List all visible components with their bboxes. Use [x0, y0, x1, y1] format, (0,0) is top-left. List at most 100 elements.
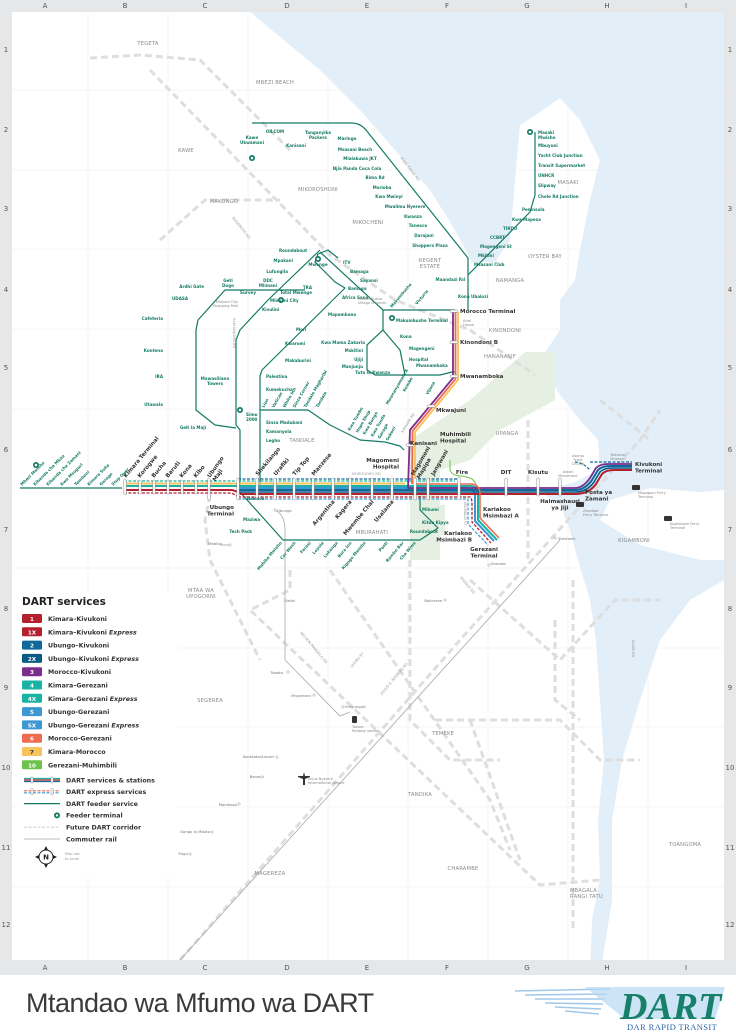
station-marker[interactable] — [504, 477, 508, 497]
feeder-station-label[interactable]: UNHCR — [538, 173, 555, 178]
feeder-station-label[interactable]: Mpakani — [273, 258, 293, 263]
rail-station-label[interactable]: Banana — [250, 774, 264, 779]
feeder-station-label[interactable]: Total — [280, 290, 292, 295]
feeder-station-label[interactable]: Kamanyola — [266, 429, 292, 434]
feeder-station-label[interactable]: Tuta la Kwanza — [355, 370, 390, 375]
rail-station-label[interactable]: Relini — [285, 598, 295, 603]
feeder-station-label[interactable]: Mwenge — [308, 262, 327, 267]
station-marker[interactable] — [449, 374, 459, 378]
trunk-station-label[interactable]: Kisutu — [528, 470, 548, 476]
feeder-station-label[interactable]: Roundabout — [410, 529, 438, 534]
feeder-station-label[interactable]: OILCOM — [266, 129, 284, 134]
feeder-station-label[interactable]: Tech Pack — [229, 529, 252, 534]
station-marker[interactable] — [207, 477, 211, 501]
feeder-station-label[interactable]: Mwalimu Nyerere — [385, 204, 426, 209]
trunk-station-label[interactable]: Fire — [456, 470, 468, 476]
feeder-station-label[interactable]: TIRDO — [503, 226, 518, 231]
rail-station-label[interactable]: Pugu — [179, 851, 189, 856]
station-marker[interactable] — [457, 476, 461, 501]
station-marker[interactable] — [311, 477, 315, 501]
feeder-station-label[interactable]: Yacht Club Junction — [537, 153, 583, 158]
feeder-station-label[interactable]: Kwaromi — [285, 341, 306, 346]
feeder-station-label[interactable]: Darajani — [414, 233, 434, 238]
feeder-station-label[interactable]: Magengeni — [409, 346, 435, 351]
feeder-station-label[interactable]: Morioba — [373, 185, 392, 190]
feeder-station-label[interactable]: Maringo — [338, 136, 357, 141]
feeder-station-label[interactable]: Palestina — [266, 374, 288, 379]
station-marker[interactable] — [331, 477, 335, 501]
trunk-station-label[interactable]: Kinondoni B — [460, 340, 498, 346]
trunk-station-label[interactable]: Mkwajuni — [436, 408, 466, 414]
station-marker[interactable] — [292, 477, 296, 501]
feeder-station-label[interactable]: Transit Supermarket — [538, 163, 585, 168]
feeder-station-label[interactable]: Kwa Mwinyi — [375, 194, 403, 199]
feeder-station-label[interactable]: Survey — [240, 290, 256, 295]
feeder-station-label[interactable]: Slipway — [538, 183, 556, 188]
feeder-station-label[interactable]: Njia Panda Coca Cola — [333, 166, 382, 171]
feeder-station-label[interactable]: Sinza Madukani — [266, 420, 303, 425]
station-marker[interactable] — [426, 404, 436, 408]
station-marker[interactable] — [558, 477, 562, 497]
rail-station-label[interactable]: Steshenii — [558, 536, 575, 541]
feeder-station-label[interactable]: Chole Rd Junction — [538, 194, 579, 199]
rail-station-label[interactable]: Bakhresa — [424, 598, 442, 603]
feeder-station-label[interactable]: Kona — [400, 334, 412, 339]
station-marker[interactable] — [273, 477, 277, 501]
trunk-station-label[interactable]: Morocco Terminal — [460, 309, 516, 315]
feeder-station-label[interactable]: Mskitini — [345, 348, 364, 353]
rail-station-label[interactable]: Mnyamani — [291, 693, 311, 698]
feeder-station-label[interactable]: Kwa Mama Zakaria — [321, 340, 365, 345]
feeder-station-label[interactable]: Makumbusho Terminal — [396, 318, 449, 323]
feeder-station-label[interactable]: Geti la Maji — [180, 425, 207, 430]
feeder-station-label[interactable]: Sayansi — [360, 278, 378, 283]
station-marker[interactable] — [138, 479, 142, 495]
feeder-station-label[interactable]: Tanesco — [409, 223, 428, 228]
station-marker[interactable] — [123, 478, 127, 496]
feeder-station-label[interactable]: IRA — [155, 374, 164, 379]
station-marker[interactable] — [152, 479, 156, 495]
rail-station-label[interactable]: Kamata — [491, 561, 506, 566]
feeder-station-label[interactable]: Makaburini — [285, 358, 312, 363]
feeder-station-label[interactable]: Ardhi Gate — [179, 284, 204, 289]
feeder-station-label[interactable]: Maandazi Rd — [436, 277, 466, 282]
feeder-station-label[interactable]: Kwa Mapesa — [512, 217, 541, 222]
feeder-station-label[interactable]: Hospital — [409, 357, 429, 362]
feeder-station-label[interactable]: Kituo Kipya — [422, 520, 449, 525]
feeder-station-label[interactable]: Lufungila — [266, 269, 288, 274]
feeder-station-label[interactable]: UDASA — [172, 296, 189, 301]
station-marker[interactable] — [348, 477, 352, 501]
station-marker[interactable] — [194, 479, 198, 495]
feeder-station-label[interactable]: Msasani Beach — [338, 147, 372, 152]
trunk-station-label[interactable]: Mwanamboka — [460, 374, 504, 380]
feeder-station-label[interactable]: ITV — [343, 260, 351, 265]
feeder-station-label[interactable]: Kanisani — [286, 143, 306, 148]
feeder-station-label[interactable]: Mlalakuwa JKT — [343, 156, 377, 161]
station-marker[interactable] — [536, 477, 540, 497]
feeder-station-label[interactable]: Bamaga — [350, 269, 369, 274]
station-marker[interactable] — [449, 340, 459, 344]
feeder-station-label[interactable]: Kivulini — [262, 307, 280, 312]
station-marker[interactable] — [413, 477, 417, 501]
feeder-station-label[interactable]: Legho — [266, 438, 280, 443]
